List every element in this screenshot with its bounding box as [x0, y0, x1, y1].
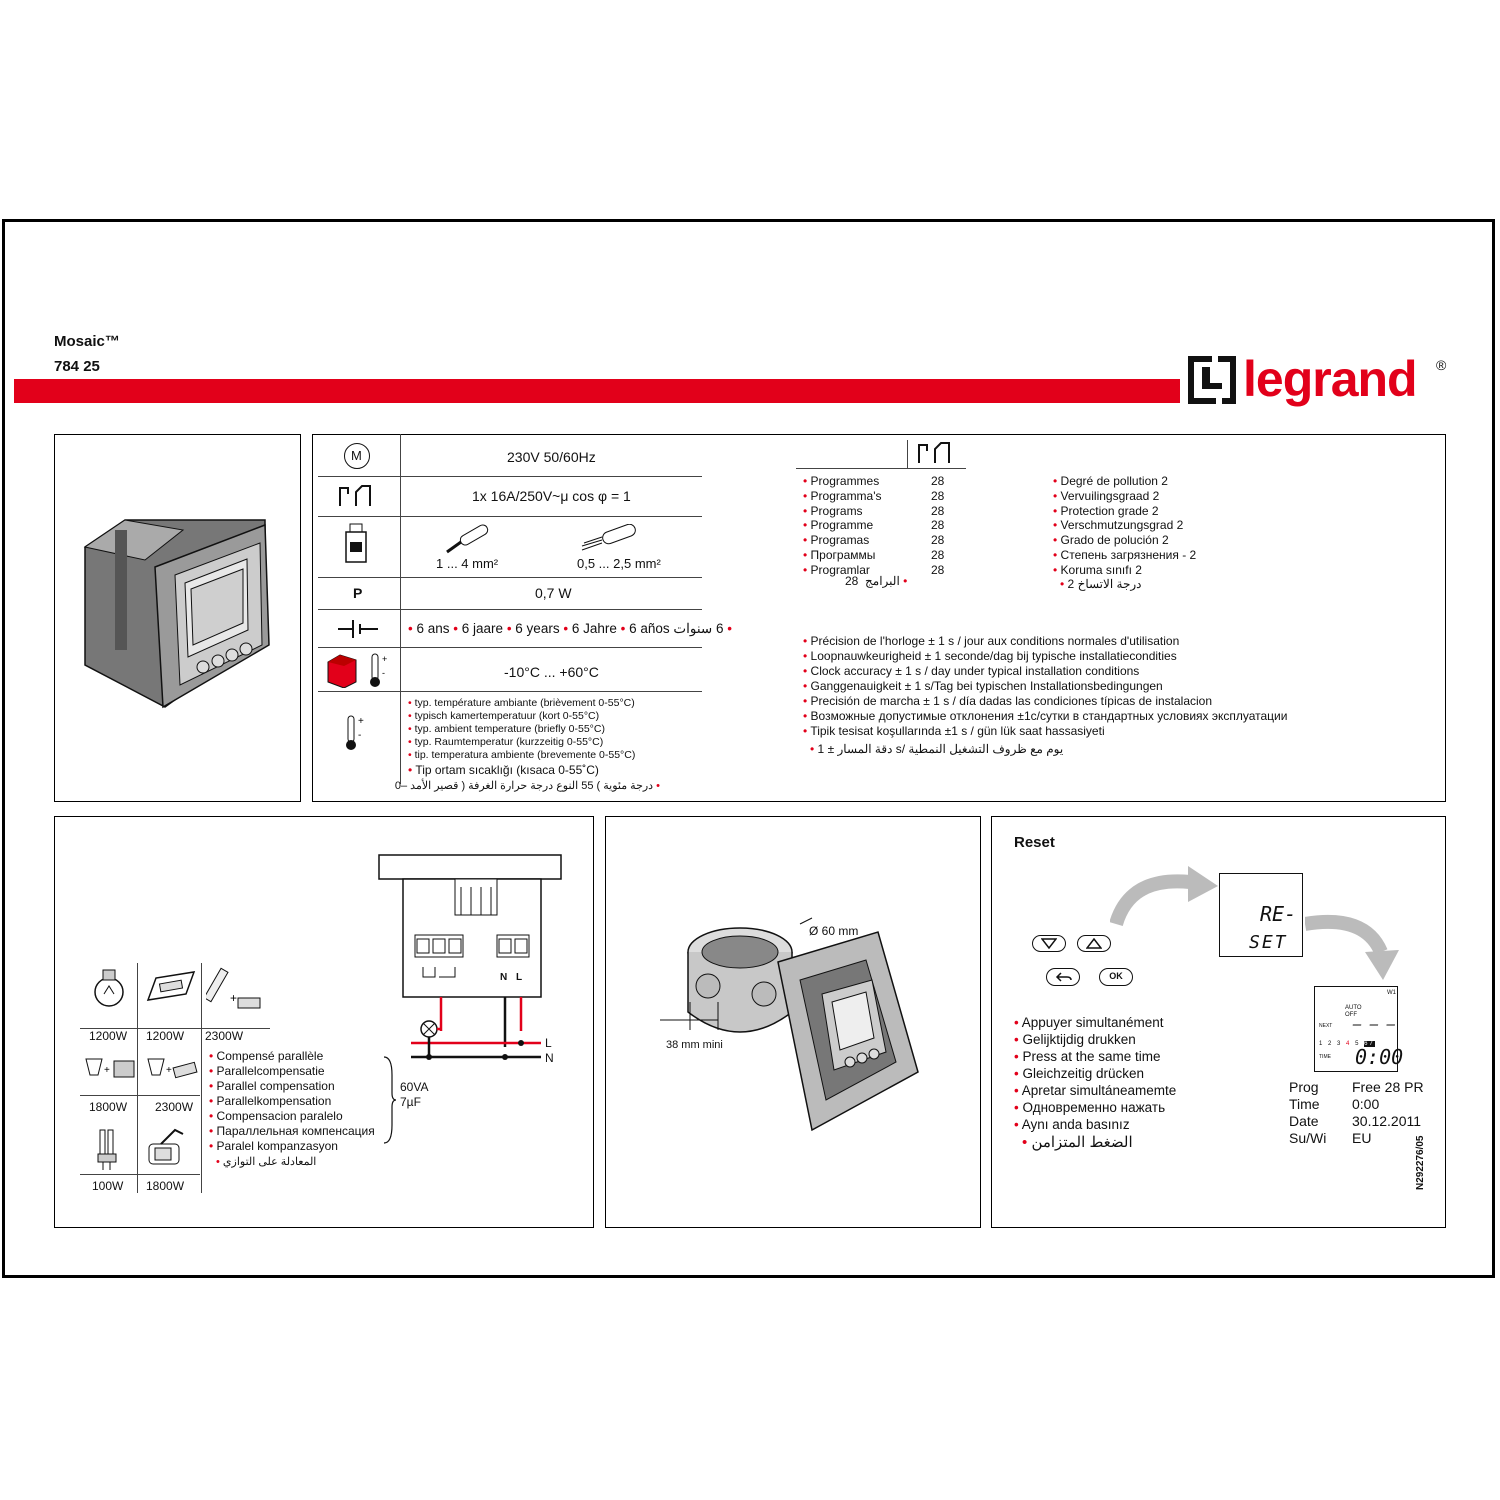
fluorescent-tube-icon: +: [203, 966, 266, 1025]
program-relay-icon: [917, 441, 957, 470]
programs-arabic: 28 البرامج •: [845, 574, 908, 588]
load-fluorescent-w: 2300W: [205, 1029, 244, 1043]
terminal-l-label: L: [516, 972, 523, 983]
header-red-bar: [14, 379, 1180, 403]
default-lcd-screen: W1 AUTO OFF NEXT – – – 1 2 3 4 5 67 TIME…: [1314, 986, 1403, 1072]
load-led-transformer-w: 1800W: [89, 1100, 128, 1114]
back-button[interactable]: [1046, 968, 1080, 986]
compact-fluorescent-icon: [95, 1128, 119, 1177]
motor-load-icon: [145, 1126, 189, 1175]
rigid-wire-icon: [445, 524, 495, 559]
relay-contact-icon: [338, 484, 378, 513]
svg-text:+: +: [230, 991, 237, 1005]
up-button[interactable]: [1077, 935, 1111, 952]
led-transformer-icon: +: [84, 1055, 138, 1094]
clock-accuracy-list: Précision de l'horloge ± 1 s / jour aux …: [803, 634, 1287, 739]
ok-button[interactable]: OK: [1099, 968, 1133, 986]
capacitor-uf: 7µF: [400, 1095, 421, 1109]
mounting-illustration: [660, 902, 960, 1157]
legrand-wordmark: legrand: [1243, 351, 1418, 407]
battery-icon: [338, 618, 378, 645]
registered-mark: ®: [1436, 357, 1447, 373]
curved-arrow-1-icon: [1109, 866, 1220, 931]
load-incandescent-w: 1200W: [89, 1029, 128, 1043]
reset-instructions-arabic: الضغط المتزامن •: [1022, 1134, 1133, 1151]
svg-text:+: +: [358, 716, 364, 727]
capacitor-va: 60VA: [400, 1080, 429, 1094]
terminal-screw-icon: [342, 522, 372, 571]
product-image-panel: [54, 434, 301, 802]
product-reference: 784 25: [54, 358, 100, 375]
operating-temperature-icon: +-: [326, 652, 390, 693]
battery-life: 6 ans 6 jaare 6 years 6 Jahre 6 años 6 س…: [408, 621, 732, 636]
terminal-n-label: N: [500, 972, 508, 983]
svg-text:+: +: [382, 654, 387, 664]
document-code: N292276/05: [1415, 1135, 1426, 1191]
box-diameter: Ø 60 mm: [809, 924, 859, 938]
reset-instructions-list: Appuyer simultanément Gelijktijdig drukk…: [1014, 1014, 1177, 1133]
load-compact-fluorescent-w: 100W: [92, 1179, 124, 1193]
voltage-value: 230V 50/60Hz: [507, 449, 596, 465]
pollution-degree-arabic: درجة الاتساخ 2 •: [1060, 577, 1142, 591]
temperature-notes: typ. température ambiante (brièvement 0-…: [408, 697, 636, 778]
temperature-range: -10°C ... +60°C: [504, 664, 599, 680]
up-arrow-icon: [1086, 938, 1102, 949]
down-button[interactable]: [1032, 935, 1066, 952]
clock-accuracy-arabic: يوم مع ظروف التشغيل النمطية /s دقة المسا…: [810, 742, 1064, 756]
product-name: Mosaic™: [54, 333, 120, 350]
motor-icon: M: [344, 443, 370, 469]
relay-rating: 1x 16A/250V~μ cos φ = 1: [472, 488, 631, 504]
load-motor-w: 1800W: [146, 1179, 185, 1193]
incandescent-bulb-icon: [92, 968, 126, 1023]
programs-list: Programmes Programma's Programs Programm…: [803, 474, 882, 578]
reset-title: Reset: [1014, 834, 1055, 851]
curved-arrow-2-icon: [1303, 912, 1401, 987]
box-depth: 38 mm mini: [666, 1039, 723, 1051]
flexible-wire-icon: [580, 523, 640, 559]
wiring-diagram: [375, 853, 575, 1078]
power-symbol: P: [353, 585, 363, 601]
rigid-wire-section: 1 ... 4 mm²: [436, 556, 499, 571]
svg-text:-: -: [382, 668, 385, 678]
reset-lcd-screen: RE- SET: [1219, 873, 1303, 957]
timer-switch-illustration: [83, 519, 270, 709]
led-driver-icon: +: [146, 1055, 200, 1094]
sheet-frame: [2, 219, 1495, 1278]
pollution-degree-list: Degré de pollution 2 Vervuilingsgraad 2 …: [1053, 474, 1197, 578]
load-led-driver-w: 2300W: [155, 1100, 194, 1114]
power-consumption: 0,7 W: [535, 585, 572, 601]
flexible-wire-section: 0,5 ... 2,5 mm²: [577, 556, 661, 571]
ambient-temperature-icon: +-: [344, 714, 370, 757]
load-halogen-w: 1200W: [146, 1029, 185, 1043]
halogen-lamp-icon: [146, 970, 196, 1015]
line-n-label: N: [545, 1051, 554, 1065]
svg-text:+: +: [104, 1065, 110, 1076]
down-arrow-icon: [1041, 938, 1057, 949]
back-arrow-icon: [1055, 972, 1072, 982]
svg-text:-: -: [358, 730, 361, 741]
parallel-compensation-arabic: المعادلة على التوازي •: [216, 1156, 317, 1168]
svg-text:+: +: [166, 1065, 172, 1076]
parallel-compensation-list: Compensé parallèle Parallelcompensatie P…: [209, 1049, 375, 1154]
line-l-label: L: [545, 1036, 552, 1050]
legrand-logo-icon: [1188, 356, 1236, 404]
temperature-note-arabic: • درجة مئوية ) 55 النوع درجة حرارة الغرف…: [394, 780, 660, 792]
